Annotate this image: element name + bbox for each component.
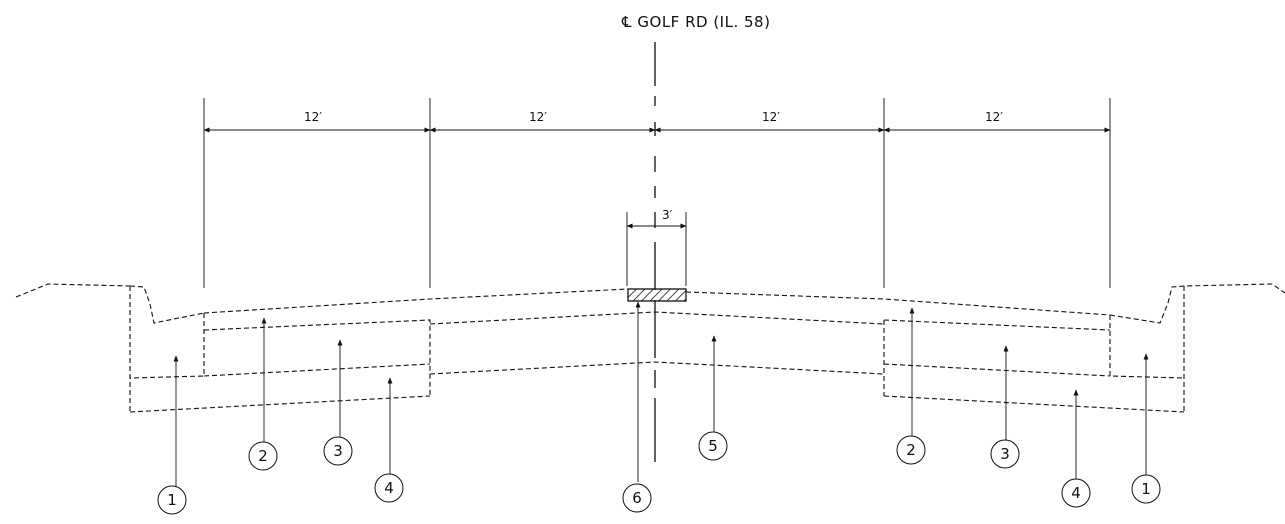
- dimension-label: 12′: [529, 110, 547, 124]
- callout-label: 2: [906, 441, 916, 459]
- drawing-title: ℄ GOLF RD (IL. 58): [621, 13, 770, 31]
- dimension-label: 12′: [985, 110, 1003, 124]
- callout-label: 1: [167, 491, 177, 509]
- median-dimension-label: 3′: [662, 208, 673, 222]
- callout-label: 1: [1141, 480, 1151, 498]
- median-dimension-line: [626, 212, 687, 286]
- callout-circles: [157, 431, 1161, 515]
- pavement-layers: [129, 286, 1185, 413]
- extension-lines: [203, 98, 1111, 288]
- callout-label: 2: [258, 447, 268, 465]
- median-element: [627, 288, 687, 302]
- dimension-label: 12′: [762, 110, 780, 124]
- pavement-surface: [15, 283, 1285, 324]
- callout-label: 3: [1000, 445, 1010, 463]
- callout-label: 4: [384, 479, 394, 497]
- callout-label: 6: [632, 489, 642, 507]
- callout-label: 5: [708, 437, 718, 455]
- callout-label: 4: [1071, 484, 1081, 502]
- callout-label: 3: [333, 442, 343, 460]
- callout-leaders: [173, 301, 1149, 486]
- dimension-label: 12′: [304, 110, 322, 124]
